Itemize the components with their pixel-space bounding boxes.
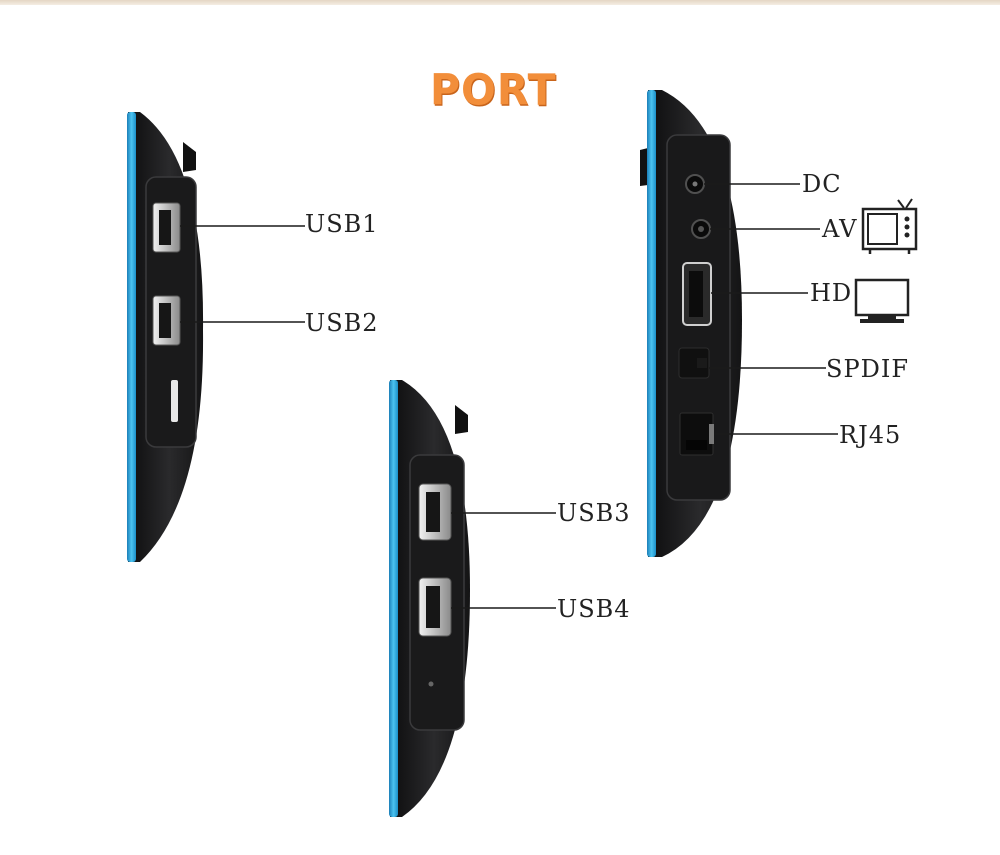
usb3-port (418, 483, 452, 541)
flat-monitor-icon (854, 278, 910, 323)
accent-strip (127, 112, 136, 562)
device-right (640, 90, 742, 557)
reset-hole (428, 681, 434, 687)
crt-tv-icon (861, 198, 918, 254)
usb2-label: USB2 (305, 309, 379, 337)
card-slot (171, 380, 178, 422)
av-port (691, 219, 711, 239)
spdif-label: SPDIF (826, 355, 909, 383)
av-label: AV (822, 215, 858, 243)
hd-label: HD (810, 279, 853, 307)
top-border (0, 0, 1000, 5)
usb3-label: USB3 (557, 499, 631, 527)
device-middle (389, 380, 470, 817)
device-left (127, 112, 204, 562)
rj45-label: RJ45 (839, 421, 902, 449)
hdmi-port (682, 262, 712, 326)
accent-strip (389, 380, 398, 817)
rj45-port (679, 412, 714, 456)
dc-port (685, 174, 705, 194)
accent-strip (647, 90, 656, 557)
dc-label: DC (802, 170, 842, 198)
spdif-port (678, 347, 710, 379)
usb1-label: USB1 (305, 210, 379, 238)
usb4-port (418, 577, 452, 637)
usb1-port (152, 202, 181, 253)
page-title: PORT (430, 64, 557, 116)
usb4-label: USB4 (557, 595, 631, 623)
usb2-port (152, 295, 181, 346)
